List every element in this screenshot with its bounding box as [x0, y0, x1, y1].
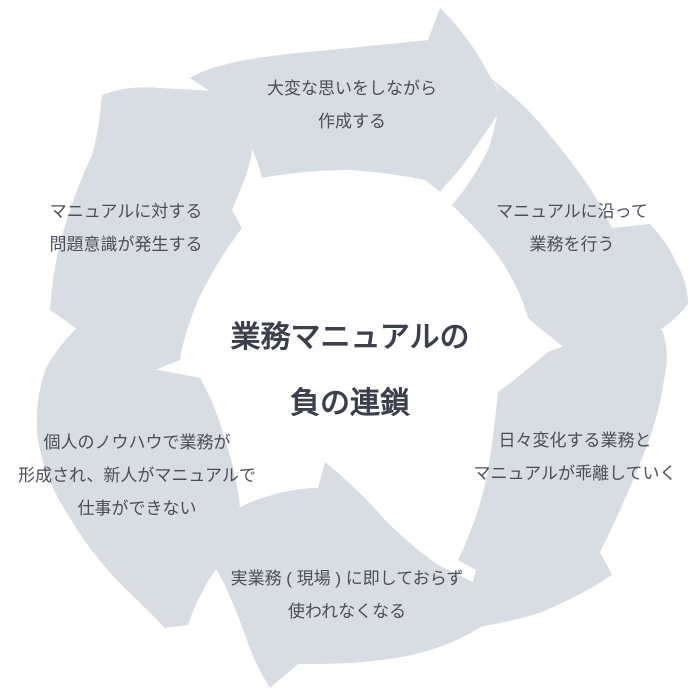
- step-label-follow-line2: 業務を行う: [529, 235, 615, 254]
- step-label-knowhow-line3: 仕事ができない: [77, 499, 197, 518]
- cycle-arrow-lower-left: [36, 325, 249, 628]
- step-label-diverge-line2: マニュアルが乖離していく: [473, 464, 677, 483]
- step-label-diverge-line1: 日々変化する業務と: [498, 431, 652, 450]
- step-label-create-line2: 作成する: [318, 112, 386, 131]
- step-label-create: 大変な思いをしながら 作成する: [267, 72, 437, 138]
- step-label-follow: マニュアルに沿って 業務を行う: [496, 195, 648, 261]
- cycle-arrow-top: [190, 8, 505, 192]
- cycle-arrow-bottom: [198, 462, 510, 688]
- cycle-arrow-upper-left: [50, 87, 252, 372]
- step-label-follow-line1: マニュアルに沿って: [496, 202, 648, 221]
- center-title: 業務マニュアルの 負の連鎖: [230, 305, 469, 437]
- center-title-line2: 負の連鎖: [289, 387, 410, 420]
- step-label-diverge: 日々変化する業務と マニュアルが乖離していく: [474, 424, 677, 490]
- step-label-create-line1: 大変な思いをしながら: [267, 79, 437, 98]
- step-label-awareness: マニュアルに対する 問題意識が発生する: [50, 195, 203, 261]
- step-label-knowhow-line2: 形成され、新人がマニュアルで: [18, 466, 256, 485]
- cycle-arrow-lower-right: [458, 330, 667, 628]
- step-label-awareness-line1: マニュアルに対する: [49, 202, 203, 221]
- step-label-knowhow-line1: 個人のノウハウで業務が: [43, 433, 231, 452]
- step-label-unused-line2: 使われなくなる: [287, 602, 407, 621]
- step-label-unused-line1: 実業務 ( 現場 ) に即しておらず: [230, 569, 464, 588]
- step-label-awareness-line2: 問題意識が発生する: [49, 235, 203, 254]
- step-label-knowhow: 個人のノウハウで業務が 形成され、新人がマニュアルで 仕事ができない: [18, 426, 256, 525]
- center-title-line1: 業務マニュアルの: [230, 321, 470, 354]
- step-label-unused: 実業務 ( 現場 ) に即しておらず 使われなくなる: [231, 562, 464, 628]
- cycle-arrow-upper-right: [452, 74, 688, 368]
